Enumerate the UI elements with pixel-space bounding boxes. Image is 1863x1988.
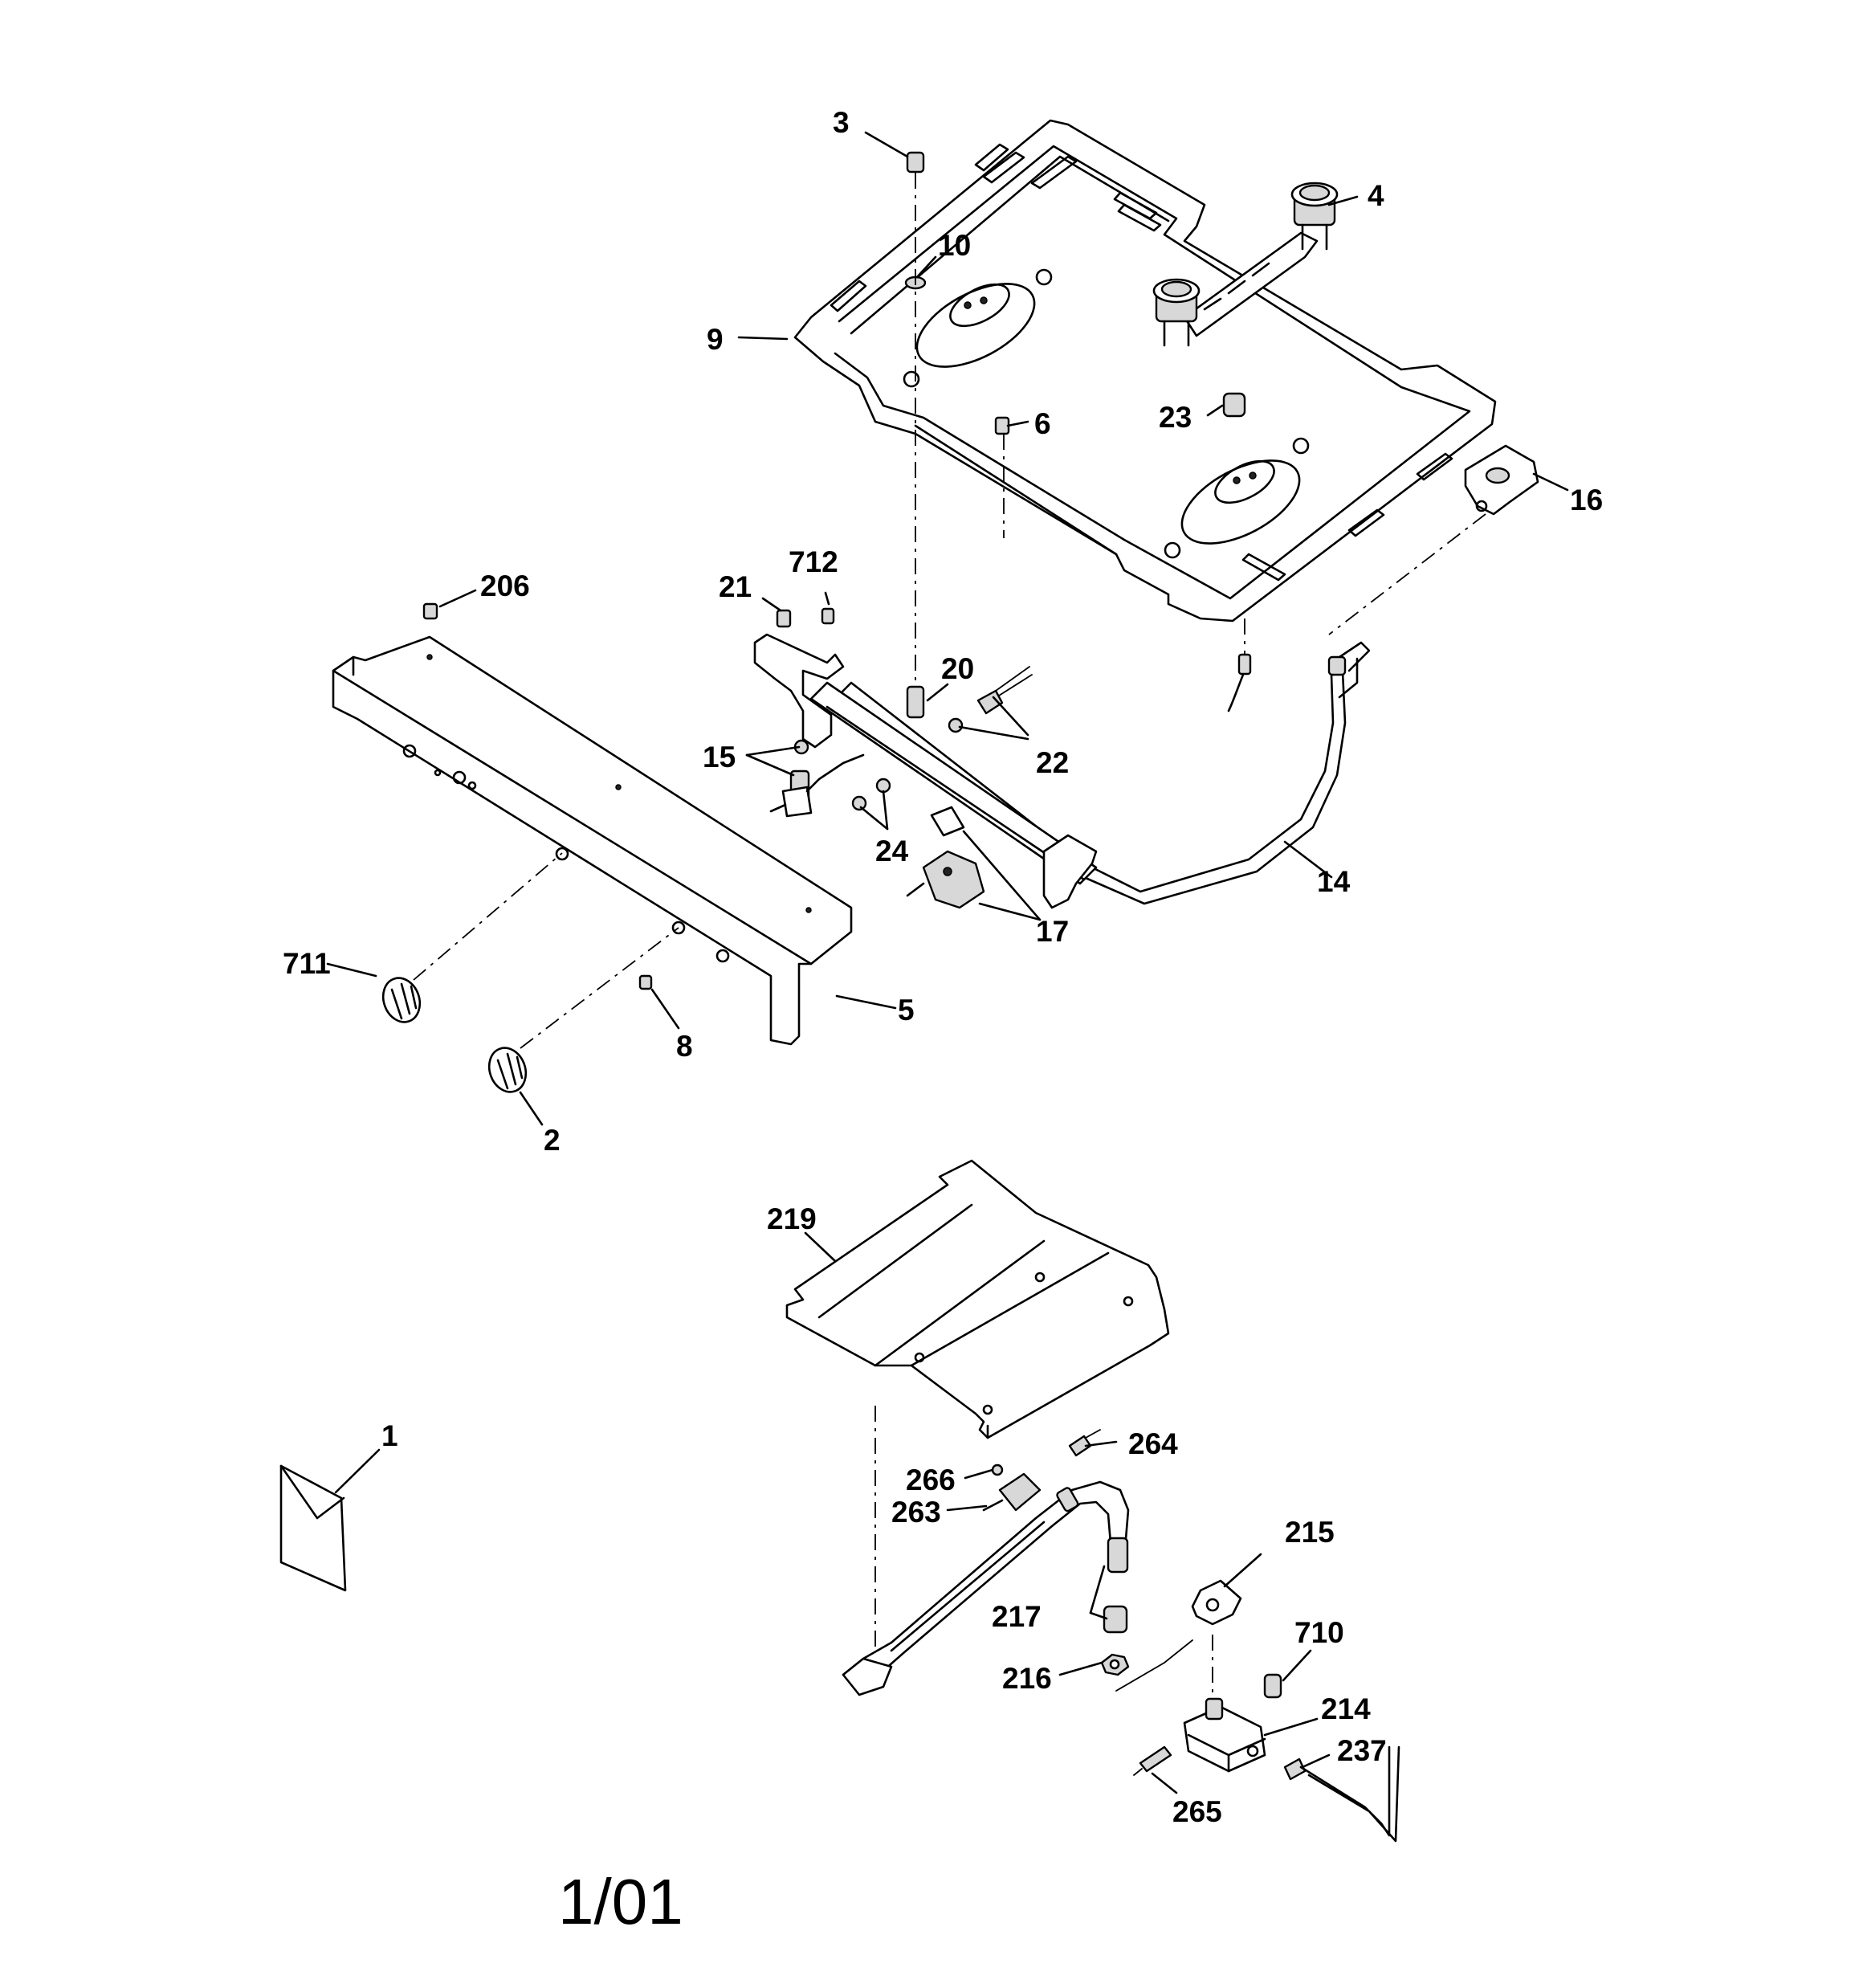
manifold-bar (809, 681, 1098, 885)
callout-23: 23 (1159, 401, 1192, 434)
callout-17: 17 (1036, 915, 1069, 948)
valve-17 (906, 806, 985, 909)
guide-line (520, 927, 679, 1049)
callout-1: 1 (381, 1419, 398, 1452)
callout-16: 16 (1570, 484, 1603, 516)
callout-206: 206 (480, 569, 530, 602)
broil-igniter-263 (982, 1463, 1042, 1512)
callout-10: 10 (938, 229, 971, 262)
callout-24: 24 (875, 835, 909, 867)
orifice-23 (1222, 392, 1246, 418)
fitting-265 (1133, 1745, 1172, 1776)
bushing-710 (1263, 1673, 1282, 1699)
callout-5: 5 (898, 994, 915, 1027)
thermocouple-lead (1227, 653, 1252, 712)
screw-712 (821, 607, 835, 625)
guide-line (1328, 513, 1486, 635)
callout-215: 215 (1285, 1516, 1335, 1549)
callout-21: 21 (719, 570, 752, 603)
screw-21 (776, 609, 792, 628)
manifold-pipe-14 (834, 641, 1371, 905)
callout-6: 6 (1034, 407, 1051, 440)
callout-217: 217 (992, 1600, 1042, 1633)
callout-710: 710 (1294, 1616, 1344, 1649)
callout-266: 266 (906, 1463, 956, 1496)
valve-15 (769, 739, 865, 818)
screw-206 (422, 602, 438, 620)
burner-box-pan (793, 119, 1497, 623)
broil-baffle-219 (785, 1159, 1170, 1439)
callout-2: 2 (544, 1124, 561, 1157)
control-panel-5 (332, 635, 853, 1046)
manual-envelope-1 (279, 1464, 347, 1592)
callout-22: 22 (1036, 746, 1069, 779)
screw-3 (906, 151, 925, 173)
callout-14: 14 (1317, 865, 1351, 898)
callout-3: 3 (833, 106, 850, 139)
knob-711 (381, 977, 422, 1023)
guide-line (1115, 1639, 1193, 1692)
callout-712: 712 (789, 545, 838, 578)
callout-4: 4 (1368, 179, 1384, 212)
hood-22 (948, 666, 1033, 733)
callout-9: 9 (707, 323, 724, 356)
callout-219: 219 (767, 1202, 817, 1235)
bracket-215 (1191, 1579, 1242, 1626)
date-code: 1/01 (558, 1866, 683, 1937)
surface-igniter-assembly (1152, 182, 1339, 347)
bracket-16 (1464, 444, 1539, 516)
callout-20: 20 (941, 652, 974, 685)
tube-237 (1283, 1745, 1400, 1843)
knob-2 (487, 1047, 528, 1093)
callout-15: 15 (703, 741, 736, 774)
orifice-20 (906, 685, 925, 719)
callout-labels: 3 4 10 9 6 23 16 206 21 712 20 15 22 24 … (283, 106, 1603, 1828)
manifold-bracket (753, 633, 1098, 909)
callout-8: 8 (676, 1030, 693, 1063)
leader-lines (326, 131, 1569, 1794)
callout-265: 265 (1172, 1795, 1222, 1828)
thermostat-valve-214 (1183, 1697, 1266, 1773)
callout-263: 263 (891, 1496, 941, 1529)
screw-8 (638, 974, 653, 990)
nut-216 (1100, 1653, 1130, 1676)
callout-237: 237 (1337, 1734, 1387, 1767)
callout-264: 264 (1128, 1427, 1178, 1460)
broil-burner (842, 1480, 1130, 1696)
bushing-217 (1103, 1605, 1128, 1634)
callout-216: 216 (1002, 1662, 1052, 1695)
callout-214: 214 (1321, 1692, 1371, 1725)
callout-711: 711 (283, 947, 331, 980)
guide-line (413, 852, 563, 981)
spark-264 (1068, 1429, 1101, 1457)
screw-6 (994, 416, 1010, 435)
